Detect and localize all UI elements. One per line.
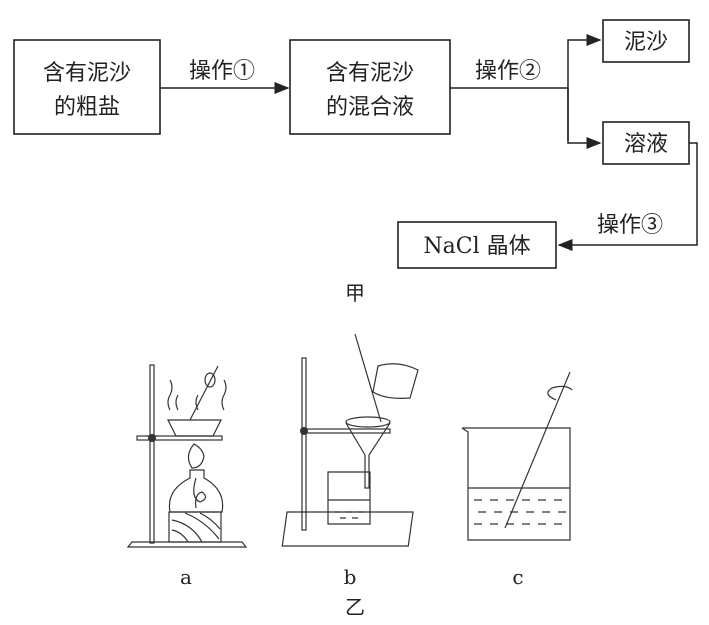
box-mixture-line2: 的混合液 xyxy=(326,95,414,120)
wood-grain xyxy=(171,512,221,543)
liquid-dashes xyxy=(334,511,364,519)
liquid-dashes xyxy=(474,499,566,525)
box-crystal xyxy=(397,221,557,269)
clamp xyxy=(300,427,308,435)
clamp xyxy=(148,434,156,442)
filter-paper xyxy=(345,416,391,428)
wick xyxy=(193,477,207,509)
stand-rod xyxy=(301,357,307,531)
receiving-beaker xyxy=(327,471,371,525)
flame xyxy=(187,443,205,469)
apparatus-dissolving xyxy=(461,371,573,541)
glass-rod xyxy=(189,365,219,421)
apparatus-evaporation xyxy=(126,364,248,548)
box-mixture xyxy=(289,39,451,135)
branch-down xyxy=(567,88,602,149)
alcohol-lamp xyxy=(168,469,224,513)
op1-label: 操作① xyxy=(189,59,255,84)
label-a: a xyxy=(180,565,192,589)
glass-rod xyxy=(354,333,382,423)
stand-base xyxy=(126,541,248,548)
box-solution-label: 溶液 xyxy=(624,132,668,157)
caption-jia: 甲 xyxy=(345,281,365,305)
apparatus-filtration xyxy=(281,333,419,547)
box-solution xyxy=(602,121,690,165)
flow-chart: 含有泥沙 的粗盐 操作① 含有泥沙 的混合液 操作② 泥沙 溶液 操作③ NaC… xyxy=(13,19,698,305)
glass-rod xyxy=(504,371,571,529)
iron-ring xyxy=(303,428,391,434)
pouring-beaker xyxy=(372,363,419,399)
box-crude-salt-line2: 的粗盐 xyxy=(54,95,120,120)
box-sand-label: 泥沙 xyxy=(624,30,668,55)
label-b: b xyxy=(344,565,357,589)
funnel xyxy=(345,422,391,489)
rotation-mark xyxy=(204,372,216,388)
box-crystal-label: NaCl 晶体 xyxy=(423,234,530,259)
steam xyxy=(167,379,227,411)
stand-rod xyxy=(149,364,155,544)
beaker xyxy=(461,427,571,541)
op3-label: 操作③ xyxy=(597,213,663,238)
op2-label: 操作② xyxy=(475,59,541,84)
caption-yi: 乙 xyxy=(345,595,365,619)
wooden-block xyxy=(168,511,222,543)
box-crude-salt-line1: 含有泥沙 xyxy=(43,61,131,86)
branch-up xyxy=(567,34,602,140)
box-sand xyxy=(602,19,690,63)
box-crude-salt xyxy=(13,39,161,135)
arrow-op3 xyxy=(557,142,698,251)
box-mixture-line1: 含有泥沙 xyxy=(326,61,414,86)
evaporating-dish xyxy=(167,419,222,437)
rotation-arrow-icon xyxy=(547,385,573,401)
label-c: c xyxy=(512,565,523,589)
